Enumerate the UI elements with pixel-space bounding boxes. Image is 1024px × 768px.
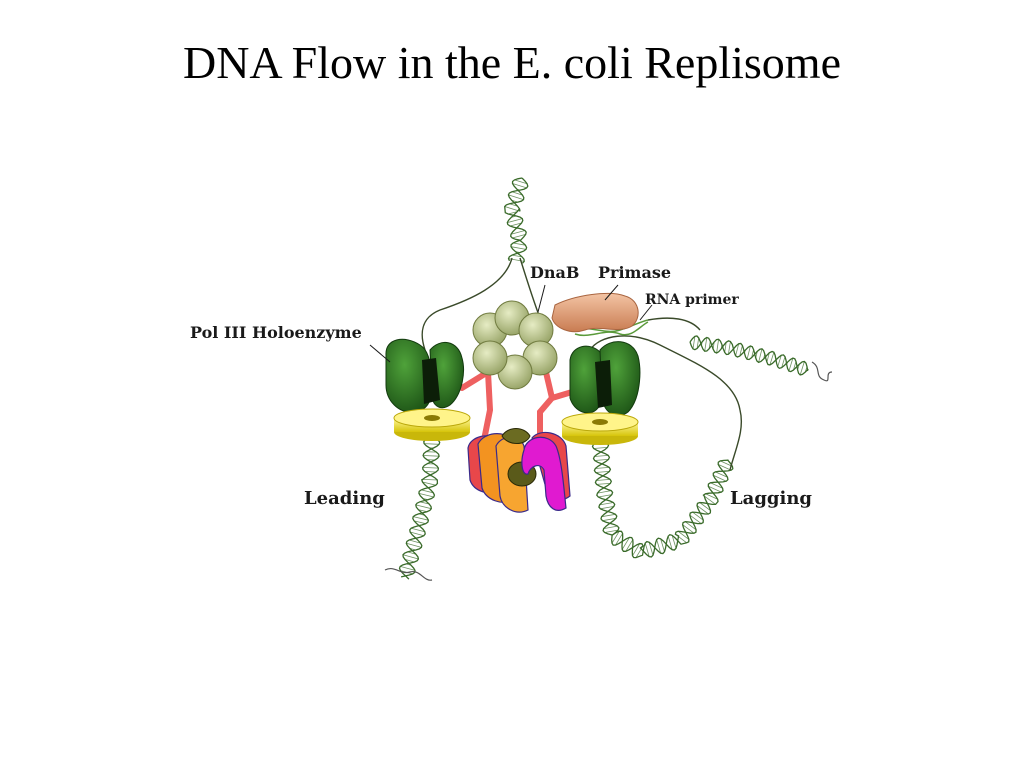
label-rna-primer: RNA primer <box>645 292 739 308</box>
clamp-loader-complex <box>467 428 571 513</box>
leader-rna-primer <box>639 304 653 321</box>
dna-leading-duplex <box>398 435 441 580</box>
leader-primase <box>604 284 619 301</box>
pol3-core-left <box>385 338 464 413</box>
tau-linker-right-2 <box>549 389 575 401</box>
label-leading: Leading <box>304 488 385 509</box>
ssdna-lagging-loop <box>589 335 742 471</box>
dna-end-left <box>384 568 433 581</box>
pol3-core-right <box>569 341 641 416</box>
label-dnab: DnaB <box>530 263 579 282</box>
tau-linker-left <box>459 366 494 443</box>
label-primase: Primase <box>598 263 671 282</box>
leader-dnab <box>537 284 546 313</box>
subunit-olive-top <box>501 428 531 444</box>
beta-clamp-left <box>393 408 471 441</box>
slide-title: DNA Flow in the E. coli Replisome <box>182 37 841 88</box>
label-pol3-holoenzyme: Pol III Holoenzyme <box>190 323 362 342</box>
label-leader-lines <box>369 284 653 363</box>
label-lagging: Lagging <box>730 488 812 509</box>
dna-lagging-duplex-upper <box>689 335 809 376</box>
dna-end-right <box>811 361 833 382</box>
dnab-helicase <box>472 300 558 390</box>
subunit-magenta <box>521 436 567 511</box>
tau-linker-right <box>537 365 556 443</box>
beta-clamp-right <box>561 412 639 445</box>
dna-helices <box>384 177 833 581</box>
primase <box>551 292 639 333</box>
dna-parental-duplex <box>504 177 529 264</box>
leader-pol3 <box>369 344 391 363</box>
tau-linkers <box>459 365 575 443</box>
dna-lagging-duplex-lower <box>591 439 734 559</box>
ssdna-lagging-primer-link <box>647 317 701 331</box>
ssdna-top-left <box>421 257 513 351</box>
